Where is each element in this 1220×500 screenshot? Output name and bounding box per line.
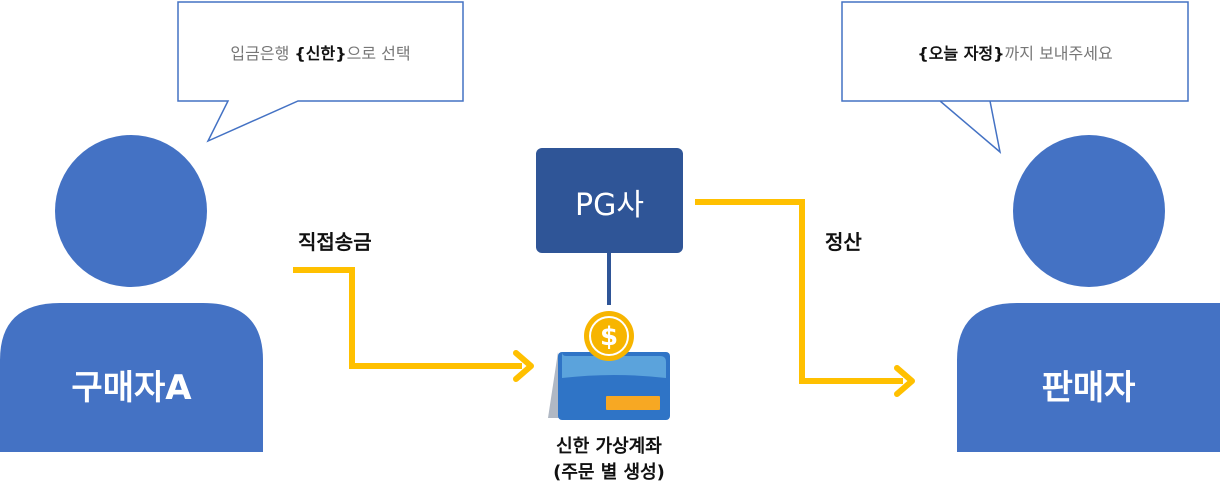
settlement-label: 정산: [825, 230, 862, 254]
account-label-line1: 신한 가상계좌: [556, 436, 662, 457]
account-label-line2: (주문 별 생성): [553, 462, 665, 483]
seller-callout-bubble: [841, 1, 1189, 154]
pg-label: PG사: [575, 188, 644, 223]
dollar-coin-icon: $: [584, 311, 634, 361]
coin-symbol: $: [600, 322, 618, 352]
seller-callout-deadline: {오늘 자정}: [917, 44, 1005, 63]
seller-callout-post: 까지 보내주세요: [1004, 44, 1113, 63]
seller-label: 판매자: [1041, 368, 1136, 408]
buyer-callout-bubble: [177, 1, 464, 143]
buyer-callout-text: 입금은행 {신한}으로 선택: [178, 40, 463, 64]
transfer-label: 직접송금: [298, 230, 372, 254]
buyer-body: [0, 303, 263, 452]
buyer-label: 구매자A: [71, 368, 192, 408]
seller-body: [957, 303, 1220, 452]
buyer-head: [55, 135, 207, 287]
settlement-arrow: [695, 199, 903, 384]
seller-head: [1013, 135, 1165, 287]
buyer-callout-post: 으로 선택: [346, 44, 411, 63]
settlement-arrow-head: [894, 365, 915, 397]
virtual-account-icon: [548, 352, 670, 420]
transfer-arrow: [293, 267, 522, 369]
buyer-callout-bank: {신한}: [294, 44, 347, 63]
buyer-callout-pre: 입금은행: [230, 44, 295, 63]
transfer-arrow-head: [513, 350, 534, 382]
seller-callout-text: {오늘 자정}까지 보내주세요: [842, 40, 1188, 64]
pg-box: [536, 148, 683, 253]
